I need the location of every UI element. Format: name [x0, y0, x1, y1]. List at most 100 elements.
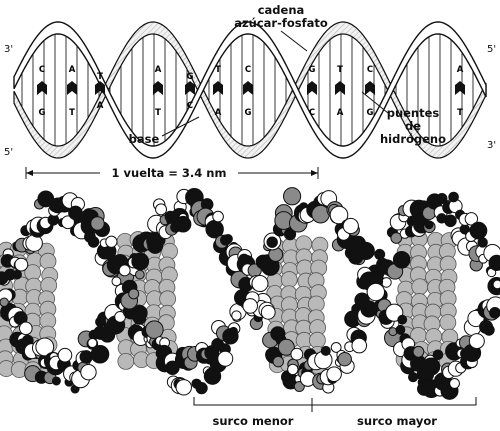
backbone-atom	[260, 304, 276, 320]
backbone-atom	[242, 298, 259, 314]
backbone-atom	[464, 212, 479, 226]
hydrogen-bond-mark	[365, 81, 375, 95]
backbone-atom	[330, 342, 342, 353]
hydrogen-bond-mark	[335, 81, 345, 95]
backbone-atom	[320, 345, 331, 356]
base-letter: G	[245, 108, 252, 118]
sugar-phosphate-strand	[13, 21, 487, 159]
backbone-atom	[424, 220, 434, 230]
base-letter: C	[309, 108, 315, 118]
end-label-left-bottom: 5'	[4, 147, 13, 158]
backbone-atom	[272, 355, 284, 368]
backbone-label-line2: azúcar-fosfato	[234, 16, 328, 30]
backbone-atom	[35, 337, 55, 357]
backbone-atom	[90, 216, 105, 231]
backbone-atom	[174, 215, 192, 233]
base-atom	[161, 242, 178, 260]
backbone-atom	[105, 235, 118, 248]
base-letter: G	[309, 65, 316, 75]
hbond-pointer	[361, 91, 389, 114]
hydrogen-bond-mark	[185, 81, 195, 95]
backbone-atom	[228, 326, 238, 336]
hydrogen-bond-mark	[37, 81, 47, 95]
hydrogen-bond-mark	[213, 81, 223, 95]
backbone-atom	[134, 269, 145, 280]
backbone-atom	[0, 297, 9, 307]
backbone-atom	[79, 350, 93, 364]
hbond-label-line2: de	[405, 119, 421, 133]
backbone-atom	[80, 364, 97, 381]
base-atom	[280, 271, 298, 288]
backbone-atom	[155, 203, 168, 216]
backbone-atom	[131, 304, 148, 321]
backbone-atom	[342, 217, 359, 235]
major-groove-label: surco mayor	[357, 414, 437, 428]
end-label-right-top: 5'	[487, 44, 496, 55]
backbone-atom	[392, 250, 411, 269]
backbone-atom	[448, 191, 459, 203]
base-letter: A	[155, 65, 162, 75]
base-atom	[308, 331, 326, 349]
hydrogen-bond-mark	[307, 81, 317, 95]
base-letter: T	[457, 108, 463, 118]
backbone-atom	[231, 310, 242, 321]
hbond-label-line3: hidrógeno	[380, 132, 446, 146]
hydrogen-bond-mark	[455, 81, 465, 95]
backbone-atom	[131, 252, 150, 271]
backbone-atom	[57, 347, 73, 363]
backbone-atom	[175, 379, 192, 396]
base-letter: C	[367, 65, 373, 75]
backbone-atom	[436, 192, 448, 204]
backbone-atom	[165, 360, 180, 375]
space-filling-model	[0, 187, 500, 400]
base-atom	[411, 278, 429, 296]
backbone-pointer	[280, 30, 308, 52]
backbone-label-line1: cadena	[258, 3, 305, 17]
base-letter: C	[39, 65, 45, 75]
backbone-atom	[351, 337, 368, 354]
base-letter: T	[337, 65, 343, 75]
backbone-atom	[326, 366, 342, 382]
hydrogen-bond-mark	[95, 81, 105, 95]
backbone-atom	[195, 382, 208, 395]
backbone-atom	[51, 376, 61, 386]
backbone-atom	[489, 306, 500, 319]
backbone-atom	[397, 314, 408, 325]
backbone-atom	[408, 372, 419, 383]
backbone-atom	[381, 277, 392, 288]
backbone-atom	[282, 187, 302, 206]
backbone-atom	[251, 275, 269, 293]
hydrogen-bond-mark	[153, 81, 163, 95]
backbone-atom	[266, 236, 278, 248]
base-letter: A	[457, 65, 464, 75]
backbone-atom	[366, 282, 386, 302]
backbone-atom	[12, 269, 22, 280]
sugar-phosphate-strands	[13, 21, 487, 159]
backbone-atom	[118, 264, 131, 277]
base-letter: T	[215, 65, 221, 75]
groove-brackets	[193, 397, 477, 412]
backbone-atom	[337, 351, 352, 367]
backbone-atom	[444, 214, 457, 228]
backbone-atom	[277, 338, 295, 356]
backbone-atom	[469, 221, 488, 240]
turn-label: 1 vuelta = 3.4 nm	[112, 166, 227, 180]
base-letter: C	[187, 101, 193, 111]
backbone-atom	[87, 338, 98, 349]
base-letter: C	[245, 65, 251, 75]
backbone-atom	[449, 378, 460, 389]
backbone-atom	[483, 324, 495, 336]
backbone-atom	[432, 349, 444, 361]
base-letter: G	[39, 108, 46, 118]
backbone-atom	[90, 344, 110, 364]
minor-groove-label: surco menor	[213, 414, 294, 428]
base-atom	[117, 353, 135, 370]
backbone-atom	[488, 254, 500, 271]
base-atom	[159, 290, 177, 308]
backbone-atom	[468, 333, 485, 350]
backbone-atom	[290, 347, 304, 361]
backbone-atom	[19, 321, 33, 336]
